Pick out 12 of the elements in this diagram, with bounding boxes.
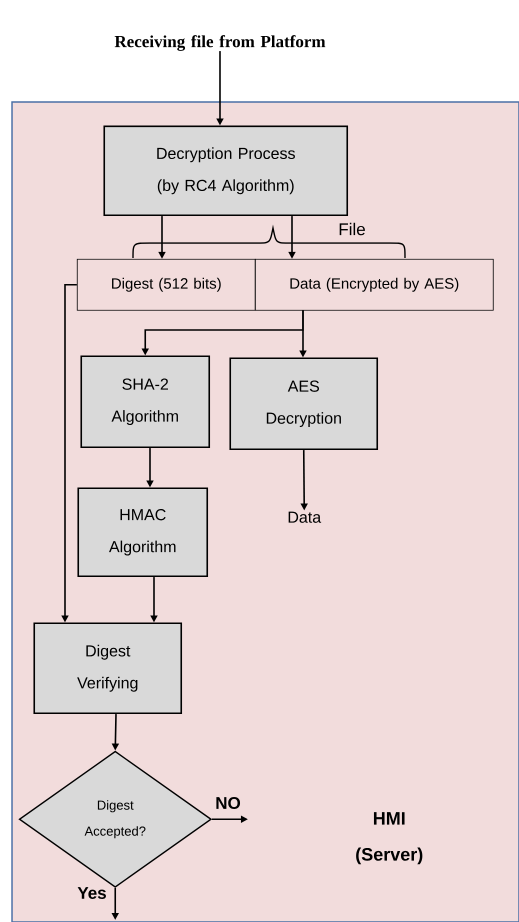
process-box: AES Decryption bbox=[229, 357, 378, 450]
digest-cell: Digest (512 bits) bbox=[76, 258, 256, 311]
heading-text: Receiving file from Platform bbox=[114, 35, 326, 51]
data-cell: Data (Encrypted by AES) bbox=[254, 258, 494, 311]
brace-label: File bbox=[340, 222, 365, 236]
process-box: SHA-2 Algorithm bbox=[80, 355, 210, 448]
process-box: Decryption Process (by RC4 Algorithm) bbox=[103, 125, 348, 216]
edge-label: Yes bbox=[78, 887, 106, 899]
output-text: Data bbox=[288, 512, 322, 523]
process-box: HMAC Algorithm bbox=[77, 487, 208, 578]
process-box: Digest Verifying bbox=[33, 622, 182, 714]
edge-label: NO bbox=[216, 796, 240, 810]
